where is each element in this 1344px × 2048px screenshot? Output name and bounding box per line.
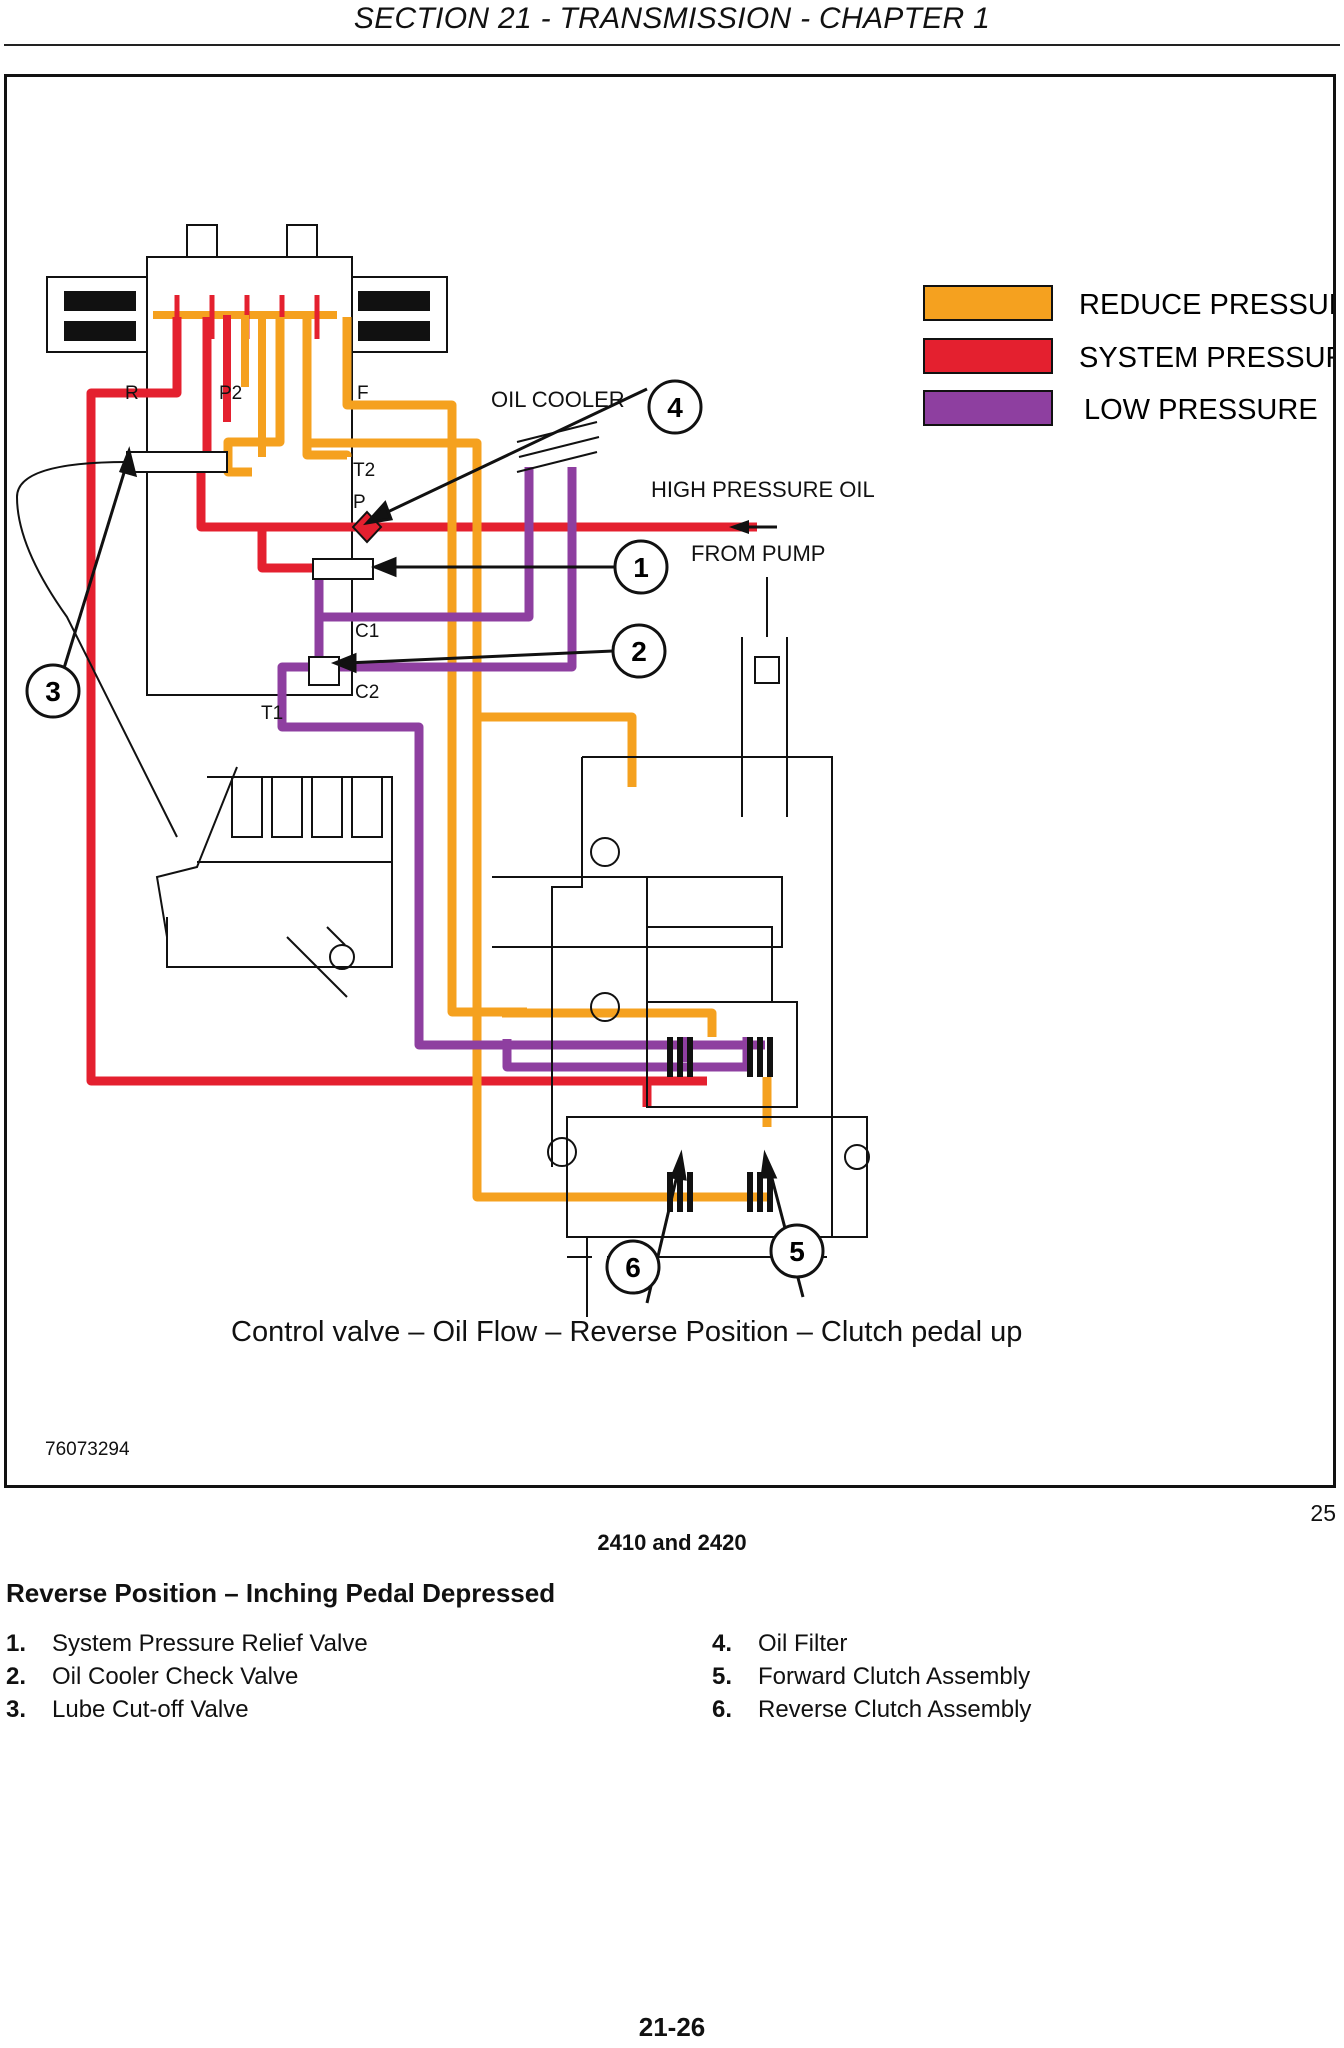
svg-text:2: 2 (631, 636, 647, 667)
lube-cutoff-valve-body (126, 451, 228, 473)
part-number: 76073294 (45, 1439, 130, 1460)
callout-6: 6 (605, 1239, 661, 1295)
port-labels: R P2 F T2 P C1 C2 T1 (125, 383, 379, 724)
svg-text:6: 6 (625, 1252, 641, 1283)
svg-text:1: 1 (633, 552, 649, 583)
callout-5: 5 (769, 1223, 825, 1279)
svg-text:4: 4 (667, 392, 683, 423)
figure-caption: Control valve – Oil Flow – Reverse Posit… (231, 1316, 1022, 1348)
color-legend: REDUCE PRESSURE SYSTEM PRESSURE LOW PRES… (923, 285, 1333, 426)
page-header-title: SECTION 21 - TRANSMISSION - CHAPTER 1 (353, 2, 991, 35)
callout-1: 1 (613, 539, 669, 595)
oil-cooler-label: OIL COOLER (491, 387, 625, 412)
port-c1: C1 (355, 621, 379, 642)
transmission-housing (492, 577, 870, 1317)
figure-frame: REDUCE PRESSURE SYSTEM PRESSURE LOW PRES… (4, 74, 1336, 1488)
svg-text:5: 5 (789, 1236, 805, 1267)
list-item: 5.Forward Clutch Assembly (712, 1663, 1031, 1690)
legend-swatch-low (923, 390, 1053, 426)
check-valve-body (308, 656, 340, 686)
callout-4: 4 (647, 379, 703, 435)
legend-label-reduce: REDUCE PRESSURE (1079, 289, 1333, 321)
from-pump-label: FROM PUMP (691, 541, 825, 566)
port-p2: P2 (219, 383, 242, 404)
reduce-pressure-lines (223, 317, 772, 1202)
oil-cooler-icon: OIL COOLER (491, 387, 625, 473)
list-item: 3.Lube Cut-off Valve (6, 1696, 249, 1723)
system-pressure-lines (86, 317, 757, 1107)
list-item: 6.Reverse Clutch Assembly (712, 1696, 1032, 1723)
legend-swatch-system (923, 338, 1053, 374)
port-p: P (353, 492, 366, 513)
callout-2: 2 (611, 623, 667, 679)
pump-input: HIGH PRESSURE OIL FROM PUMP (651, 477, 875, 566)
callout-3: 3 (25, 663, 81, 719)
list-item: 1.System Pressure Relief Valve (6, 1630, 368, 1657)
page-number: 21-26 (638, 2012, 706, 2042)
port-t1: T1 (261, 703, 283, 724)
figure-number: 25 (1310, 1500, 1336, 1526)
section-heading: Reverse Position – Inching Pedal Depress… (6, 1578, 556, 1608)
header-rule (4, 44, 1340, 46)
svg-text:3: 3 (45, 676, 61, 707)
port-r: R (125, 383, 139, 404)
model-numbers: 2410 and 2420 (597, 1530, 747, 1555)
oil-flow-diagram: REDUCE PRESSURE SYSTEM PRESSURE LOW PRES… (15, 224, 1333, 1460)
list-item: 2.Oil Cooler Check Valve (6, 1663, 299, 1690)
high-pressure-oil-label: HIGH PRESSURE OIL (651, 477, 875, 502)
parts-list-left: 1.System Pressure Relief Valve 2.Oil Coo… (6, 1630, 368, 1729)
control-valve (46, 224, 448, 696)
cutoff-cable (15, 461, 178, 838)
port-t2: T2 (353, 460, 375, 481)
parts-list-right: 4.Oil Filter 5.Forward Clutch Assembly 6… (712, 1630, 1031, 1729)
legend-label-low: LOW PRESSURE (1084, 394, 1318, 426)
list-item: 4.Oil Filter (712, 1630, 848, 1657)
port-f: F (357, 383, 369, 404)
legend-swatch-reduce (923, 285, 1053, 321)
legend-label-system: SYSTEM PRESSURE (1079, 342, 1333, 374)
clutch-packs (667, 1037, 773, 1212)
pedal-assembly (155, 766, 393, 998)
port-c2: C2 (355, 682, 379, 703)
relief-valve-body (312, 558, 374, 580)
